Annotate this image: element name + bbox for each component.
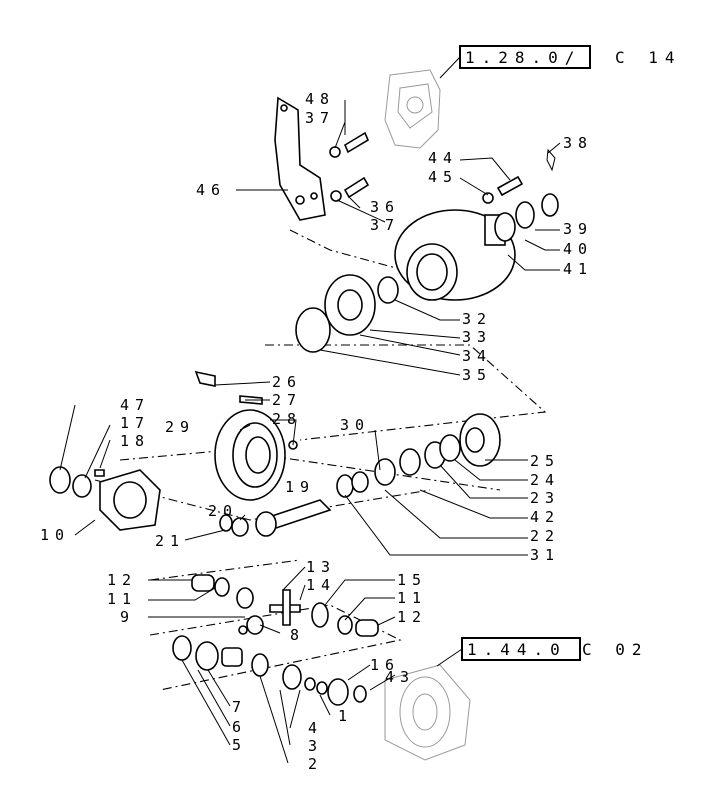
- callout-14[interactable]: 14: [306, 576, 336, 594]
- callout-23[interactable]: 23: [530, 489, 560, 507]
- callout-17[interactable]: 17: [120, 414, 150, 432]
- reference-code-top: 1.28.0/: [465, 48, 581, 67]
- callout-7[interactable]: 7: [232, 698, 247, 716]
- oring-part-35[interactable]: [295, 307, 331, 353]
- ring-parts-39-41[interactable]: [494, 193, 559, 242]
- callout-4[interactable]: 4: [308, 719, 323, 737]
- callout-36[interactable]: 36: [370, 198, 400, 216]
- bearing-part-47[interactable]: [49, 466, 105, 498]
- ghost-housing-bottom: [384, 648, 471, 761]
- bolt-part-36[interactable]: [330, 176, 370, 202]
- callout-5[interactable]: 5: [232, 736, 247, 754]
- callout-37[interactable]: 37: [305, 109, 335, 127]
- ring-gear-part-29[interactable]: [214, 409, 298, 501]
- callout-labels: 48 37 46 36 37 44 45 38 39 40 41 32 33 3…: [40, 90, 593, 773]
- callout-43[interactable]: 43: [385, 668, 415, 686]
- callout-24[interactable]: 24: [530, 471, 560, 489]
- callout-47[interactable]: 47: [120, 396, 150, 414]
- ghost-housing-top: [384, 56, 461, 149]
- callout-21[interactable]: 21: [155, 532, 185, 550]
- callout-37b[interactable]: 37: [370, 216, 400, 234]
- callout-9[interactable]: 9: [120, 608, 135, 626]
- ring-part-33[interactable]: [377, 276, 399, 304]
- callout-22[interactable]: 22: [530, 527, 560, 545]
- callout-16[interactable]: 16: [370, 656, 400, 674]
- callout-29[interactable]: 29: [165, 418, 195, 436]
- clip-part-26[interactable]: [194, 370, 263, 405]
- reference-suffix-top: C 14: [615, 48, 682, 67]
- spider-gear-set[interactable]: [191, 574, 379, 637]
- diff-case-part-10[interactable]: [99, 469, 161, 531]
- callout-8[interactable]: 8: [290, 626, 305, 644]
- callout-26[interactable]: 26: [272, 373, 302, 391]
- callout-3[interactable]: 3: [308, 737, 323, 755]
- callout-32[interactable]: 32: [462, 310, 492, 328]
- callout-48[interactable]: 48: [305, 90, 335, 108]
- callout-10[interactable]: 10: [40, 526, 70, 544]
- callout-45[interactable]: 45: [428, 168, 458, 186]
- callout-2[interactable]: 2: [308, 755, 323, 773]
- callout-18[interactable]: 18: [120, 432, 150, 450]
- callout-12[interactable]: 12: [107, 571, 137, 589]
- callout-11[interactable]: 11: [107, 590, 137, 608]
- callout-15[interactable]: 15: [397, 571, 427, 589]
- callout-13[interactable]: 13: [306, 558, 336, 576]
- callout-46[interactable]: 46: [196, 181, 226, 199]
- cover-part-32[interactable]: [324, 274, 376, 336]
- callout-44[interactable]: 44: [428, 149, 458, 167]
- pinion-part-19[interactable]: [219, 499, 332, 537]
- callout-41[interactable]: 41: [563, 260, 593, 278]
- side-gear-set[interactable]: [172, 635, 367, 706]
- callout-1[interactable]: 1: [338, 707, 353, 725]
- bolt-part-44[interactable]: [482, 175, 524, 204]
- bearing-stack[interactable]: [336, 413, 501, 498]
- callout-42[interactable]: 42: [530, 508, 560, 526]
- callout-20[interactable]: 20: [208, 502, 238, 520]
- reference-box-top[interactable]: 1.28.0/ C 14: [459, 45, 682, 69]
- bolt-part-48[interactable]: [329, 131, 370, 158]
- leader-lines: [59, 100, 561, 764]
- callout-38[interactable]: 38: [563, 134, 593, 152]
- callout-28[interactable]: 28: [272, 410, 302, 428]
- callout-11b[interactable]: 11: [397, 589, 427, 607]
- callout-40[interactable]: 40: [563, 240, 593, 258]
- callout-39[interactable]: 39: [563, 220, 593, 238]
- callout-19[interactable]: 19: [285, 478, 315, 496]
- callout-33[interactable]: 33: [462, 328, 492, 346]
- reference-suffix-bottom: C 02: [582, 640, 649, 659]
- reference-box-bottom[interactable]: 1.44.0 C 02: [461, 637, 649, 661]
- callout-34[interactable]: 34: [462, 347, 492, 365]
- pin-part-38[interactable]: [546, 148, 556, 172]
- callout-25[interactable]: 25: [530, 452, 560, 470]
- callout-35[interactable]: 35: [462, 366, 492, 384]
- callout-27[interactable]: 27: [272, 391, 302, 409]
- callout-6[interactable]: 6: [232, 718, 247, 736]
- callout-31[interactable]: 31: [530, 546, 560, 564]
- reference-code-bottom: 1.44.0: [467, 640, 567, 659]
- callout-12b[interactable]: 12: [397, 608, 427, 626]
- flange-hub[interactable]: [394, 209, 516, 301]
- callout-30[interactable]: 30: [340, 416, 370, 434]
